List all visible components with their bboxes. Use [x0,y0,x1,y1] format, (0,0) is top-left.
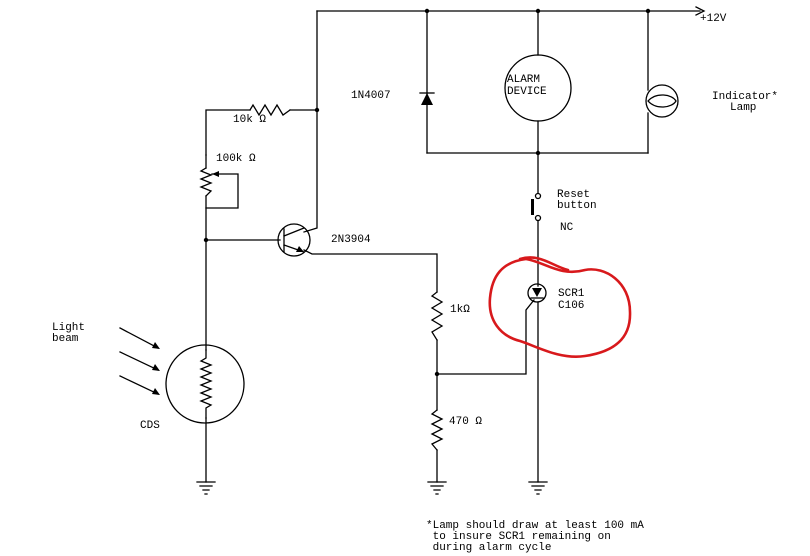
indicator-lamp [645,84,679,118]
junctions [203,8,651,377]
light-beam-arrows [119,327,160,395]
pot-wiper-loop [205,173,239,209]
reset-label-line1: Reset [557,189,590,201]
alarm-device [504,54,572,122]
transistor-label: 2N3904 [331,234,371,246]
light-beam-label-line1: Light [52,322,85,334]
alarm-label-line2: DEVICE [507,86,547,98]
scr-highlight-circle [488,256,632,359]
cds-label: CDS [140,420,160,432]
lamp-label-line1: Indicator* [712,91,778,103]
note-line3: during alarm cycle [426,542,551,554]
note-line1: *Lamp should draw at least 100 mA [426,520,644,532]
ground-symbol [427,481,447,495]
scr-label-line2: C106 [558,300,584,312]
alarm-label-line1: ALARM [507,74,540,86]
wires [205,6,706,483]
resistor-470 [430,409,444,451]
supply-label: +12V [700,13,727,25]
light-beam-label-line2: beam [52,333,79,345]
r-top-label: 10k Ω [233,114,266,126]
diode-1n4007 [419,92,435,105]
pot-label: 100k Ω [216,153,256,165]
r-top-left-lead [205,109,251,156]
supply-arrow [695,6,706,16]
r-1k-label: 1kΩ [450,304,470,316]
diode-label: 1N4007 [351,90,391,102]
pot-wiper-arrow [212,171,219,177]
r-470-label: 470 Ω [449,416,482,428]
junction-dot [434,371,440,377]
potentiometer-100k [199,167,213,197]
ground-symbol [196,481,216,495]
lamp-label-line2: Lamp [730,102,756,114]
junction-dot [645,8,651,14]
scr-label-line1: SCR1 [558,288,585,300]
resistor-1k [430,291,444,341]
transistor-2n3904 [277,223,311,257]
junction-dot [424,8,430,14]
ground-symbol [528,481,548,495]
scr-c106 [527,283,547,303]
resistor-10k [249,103,291,117]
junction-dot [535,150,541,156]
reset-label-line2: button [557,200,597,212]
emitter-wire [303,249,438,293]
junction-dot [203,237,209,243]
collector-wire [303,10,318,233]
reset-nc-label: NC [560,222,574,234]
junction-dot [314,107,320,113]
junction-dot [535,8,541,14]
note-line2: to insure SCR1 remaining on [426,531,611,543]
cds-photocell [165,344,245,424]
reset-button [531,192,542,222]
